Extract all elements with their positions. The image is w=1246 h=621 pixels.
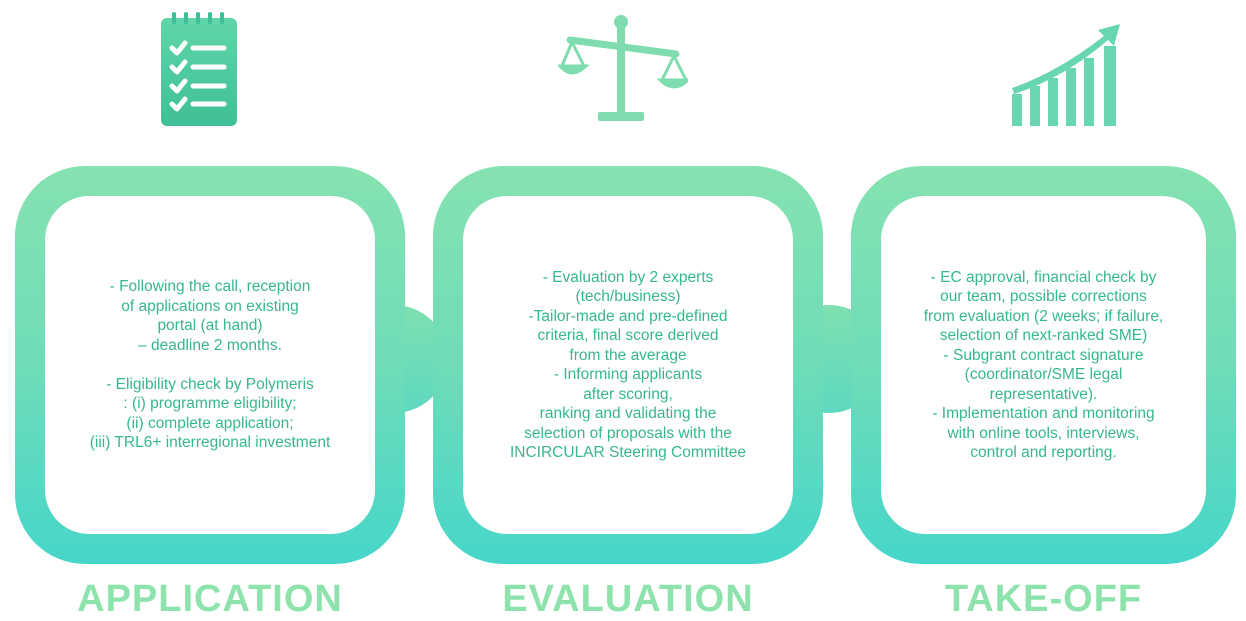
card-text-line: INCIRCULAR Steering Committee [509, 444, 746, 461]
application-card: - Following the call, reception of appli… [15, 166, 405, 564]
card-text-line: (ii) complete application; [126, 414, 294, 432]
card-text-line: (iii) TRL6+ interregional investment [89, 434, 331, 452]
card-text-line: with online tools, interviews, [947, 424, 1140, 442]
checklist-icon [161, 12, 237, 126]
card-text-line: from the average [569, 346, 687, 364]
take-off-card: - EC approval, financial check by our te… [851, 166, 1236, 564]
card-text-line: criteria, final score derived [537, 327, 719, 344]
growth-chart-icon [1012, 24, 1120, 126]
card-text-line: : (i) programme eligibility; [123, 395, 297, 413]
evaluation-card-body: - Evaluation by 2 experts (tech/business… [463, 196, 793, 534]
card-text-line: our team, possible corrections [940, 288, 1147, 305]
card-text-line: - Implementation and monitoring [932, 405, 1155, 422]
card-text-line: selection of next-ranked SME) [939, 327, 1148, 344]
card-text-line: control and reporting. [970, 444, 1117, 461]
evaluation-card: - Evaluation by 2 experts (tech/business… [433, 166, 823, 564]
card-text-line: representative). [989, 385, 1098, 403]
card-text-line: - Eligibility check by Polymeris [106, 375, 314, 393]
take-off-label: TAKE-OFF [944, 578, 1143, 620]
card-text-line: from evaluation (2 weeks; if failure, [923, 307, 1164, 325]
card-text-line: - EC approval, financial check by [930, 268, 1157, 286]
card-text-line: (coordinator/SME legal [964, 366, 1123, 383]
evaluation-label: EVALUATION [502, 578, 754, 620]
card-text-line: ranking and validating the [539, 405, 717, 422]
card-text-line: -Tailor-made and pre-defined [528, 307, 728, 325]
card-text-line: selection of proposals with the [524, 424, 732, 442]
take-off-card-body: - EC approval, financial check by our te… [881, 196, 1206, 534]
card-text-line: after scoring, [583, 385, 673, 403]
balance-scale-icon [558, 15, 688, 121]
card-text-line: – deadline 2 months. [138, 336, 282, 354]
application-card-body: - Following the call, reception of appli… [45, 196, 375, 534]
card-text-line: - Evaluation by 2 experts [542, 268, 714, 286]
card-text-line: - Following the call, reception [109, 278, 311, 296]
card-text-line: portal (at hand) [157, 317, 263, 335]
card-text-line: - Informing applicants [553, 366, 703, 383]
card-text-line: - Subgrant contract signature [943, 346, 1144, 364]
card-text-line: of applications on existing [121, 297, 299, 315]
card-text-line: (tech/business) [575, 288, 681, 305]
application-label: APPLICATION [77, 578, 343, 620]
